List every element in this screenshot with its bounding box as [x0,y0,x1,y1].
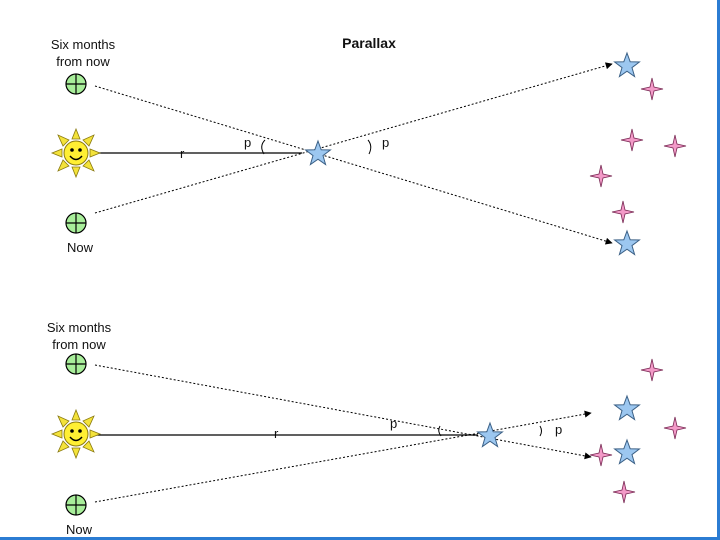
bottom-distance-label: r [274,426,279,441]
top-now-label: Now [66,240,94,255]
earth-icon [65,353,87,375]
bottom-border [0,537,720,540]
right-border [717,0,720,540]
top-six-months-label-line1: Six months [50,37,116,52]
bottom-angle-arc-right [539,425,542,437]
sparkle-star-icon [640,77,664,101]
earth-icon [65,494,87,516]
top-angle-left-label: p [244,135,252,150]
sparkle-star-icon [611,200,635,224]
sparkle-star-icon [589,164,613,188]
top-six-months-label-line2: from now [56,54,110,69]
bottom-angle-left-label: p [390,416,398,431]
star-icon [614,439,640,464]
sparkle-star-icon [663,416,687,440]
sun-icon [51,128,101,178]
sun-icon [51,409,101,459]
bottom-angle-right-label: p [555,422,563,437]
top-sightline-future [94,85,613,245]
top-sightline-now [94,62,613,214]
bottom-sightline-now [94,410,592,503]
sparkle-star-icon [620,128,644,152]
sparkle-star-icon [589,443,613,467]
top-angle-right-label: p [382,135,390,150]
star-icon [614,395,640,420]
sparkle-star-icon [612,480,636,504]
bottom-six-months-label-line1: Six months [46,320,112,335]
sparkle-star-icon [663,134,687,158]
star-icon [305,140,331,165]
top-angle-arc-left [261,139,266,155]
bottom-now-label: Now [65,522,93,537]
star-icon [614,52,640,77]
bottom-six-months-label-line2: from now [52,337,106,352]
page-title: Parallax [342,35,396,51]
star-icon [614,230,640,255]
earth-icon [65,73,87,95]
sparkle-star-icon [640,358,664,382]
earth-icon [65,212,87,234]
top-angle-arc-right [367,139,372,155]
star-icon [477,422,503,447]
bottom-angle-arc-left [438,425,442,437]
bottom-sightline-future [94,364,592,460]
